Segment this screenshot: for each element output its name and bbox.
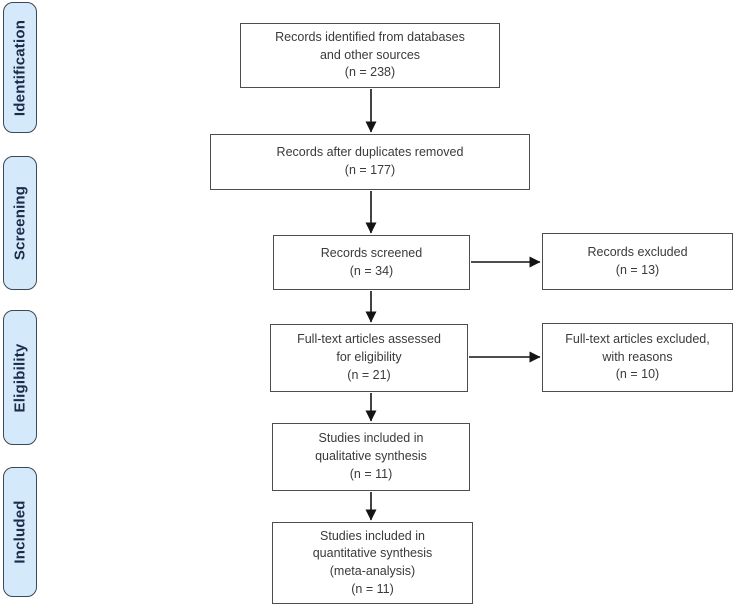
node-quantitative-synthesis: Studies included in quantitative synthes… xyxy=(272,522,473,604)
stage-screening: Screening xyxy=(3,156,37,290)
stage-identification-label: Identification xyxy=(11,19,29,116)
node-records-identified: Records identified from databases and ot… xyxy=(240,23,500,88)
node-fulltext-excluded: Full-text articles excluded, with reason… xyxy=(542,323,733,392)
stage-included: Included xyxy=(3,467,37,597)
node-duplicates-removed: Records after duplicates removed (n = 17… xyxy=(210,134,530,190)
stage-eligibility: Eligibility xyxy=(3,310,37,445)
stage-eligibility-label: Eligibility xyxy=(11,343,29,412)
stage-included-label: Included xyxy=(11,500,29,564)
stage-identification: Identification xyxy=(3,2,37,133)
node-fulltext-assessed: Full-text articles assessed for eligibil… xyxy=(270,324,468,392)
node-qualitative-synthesis: Studies included in qualitative synthesi… xyxy=(272,423,470,491)
node-records-screened: Records screened (n = 34) xyxy=(273,235,470,290)
stage-screening-label: Screening xyxy=(11,185,29,261)
node-records-excluded: Records excluded (n = 13) xyxy=(542,233,733,290)
